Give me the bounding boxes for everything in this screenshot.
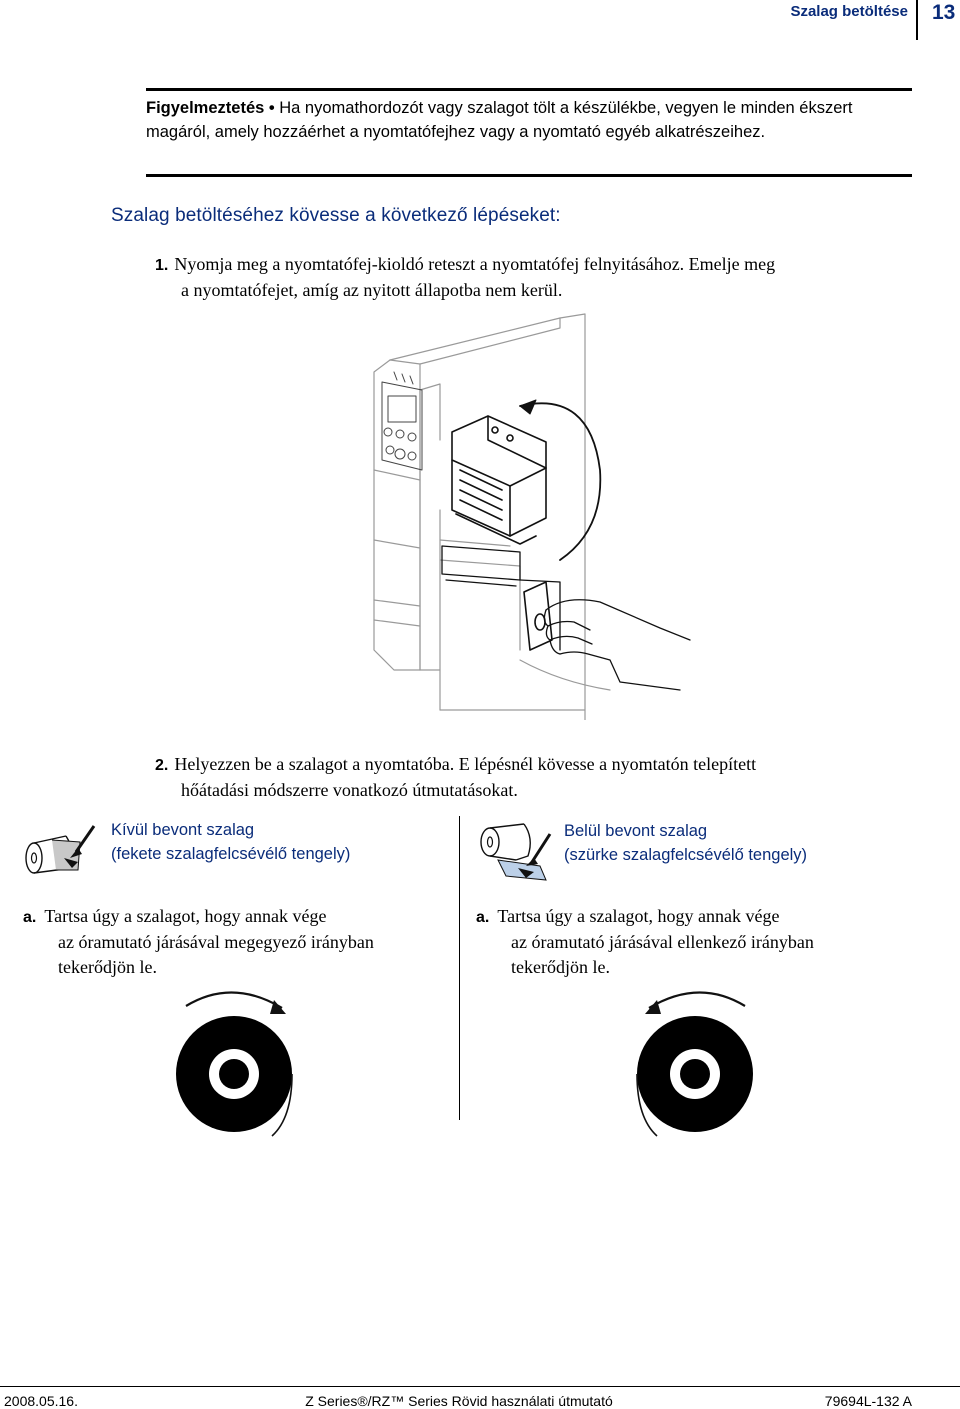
outside-substep-a: a. Tartsa úgy a szalagot, hogy annak vége… — [23, 904, 423, 980]
step-1-line2: a nyomtatófejet, amíg az nyitott állapot… — [181, 280, 563, 300]
inside-coated-title: Belül bevont szalag — [564, 822, 708, 840]
warning-text: Ha nyomathordozót vagy szalagot tölt a k… — [146, 99, 853, 141]
footer-document-title: Z Series®/RZ™ Series Rövid használati út… — [305, 1393, 613, 1409]
step-2: 2. Helyezzen be a szalagot a nyomtatóba. … — [155, 752, 875, 803]
outside-coated-heading: Kívül bevont szalag (fekete szalagfelcsé… — [111, 818, 350, 866]
step-1-number: 1. — [155, 257, 169, 274]
printer-open-head-illustration — [373, 313, 691, 720]
footer-date: 2008.05.16. — [4, 1393, 78, 1409]
inside-substep-line2: az óramutató járásával ellenkező irányba… — [511, 932, 814, 952]
outside-substep-line1: Tartsa úgy a szalagot, hogy annak vége — [44, 906, 327, 926]
ribbon-coated-inside-icon — [480, 823, 552, 881]
header-section-title: Szalag betöltése — [790, 3, 908, 20]
section-heading: Szalag betöltéséhez kövesse a következő … — [111, 205, 561, 226]
inside-substep-letter: a. — [476, 909, 490, 926]
inside-substep-line1: Tartsa úgy a szalagot, hogy annak vége — [497, 906, 780, 926]
outside-coated-subtitle: (fekete szalagfelcsévélő tengely) — [111, 845, 351, 863]
footer-document-code: 79694L-132 A — [824, 1393, 912, 1409]
warning-lead: Figyelmeztetés • — [146, 99, 275, 117]
outside-substep-line3: tekerődjön le. — [58, 957, 157, 977]
warning-bottom-rule — [146, 174, 912, 177]
step-1: 1. Nyomja meg a nyomtatófej-kioldó retesz… — [155, 252, 875, 303]
step-2-number: 2. — [155, 757, 169, 774]
footer-rule — [0, 1386, 960, 1387]
page-number: 13 — [932, 1, 956, 24]
warning-top-rule — [146, 88, 912, 91]
column-divider — [459, 816, 460, 1120]
outside-coated-title: Kívül bevont szalag — [111, 821, 255, 839]
warning-note: Figyelmeztetés • Ha nyomathordozót vagy … — [146, 96, 912, 144]
step-1-line1: Nyomja meg a nyomtatófej-kioldó reteszt … — [174, 254, 776, 274]
inside-coated-heading: Belül bevont szalag (szürke szalagfelcsé… — [564, 819, 807, 867]
header-divider — [916, 0, 918, 40]
outside-substep-line2: az óramutató járásával megegyező irányba… — [58, 932, 374, 952]
ribbon-coated-outside-icon — [25, 825, 96, 874]
ribbon-roll-clockwise-illustration — [176, 991, 293, 1137]
outside-substep-letter: a. — [23, 909, 37, 926]
step-2-line2: hőátadási módszerre vonatkozó útmutatáso… — [181, 780, 518, 800]
step-2-line1: Helyezzen be a szalagot a nyomtatóba. E … — [174, 754, 757, 774]
inside-coated-subtitle: (szürke szalagfelcsévélő tengely) — [564, 846, 808, 864]
inside-substep-a: a. Tartsa úgy a szalagot, hogy annak vége… — [476, 904, 876, 980]
inside-substep-line3: tekerődjön le. — [511, 957, 610, 977]
ribbon-roll-counterclockwise-illustration — [636, 991, 753, 1137]
